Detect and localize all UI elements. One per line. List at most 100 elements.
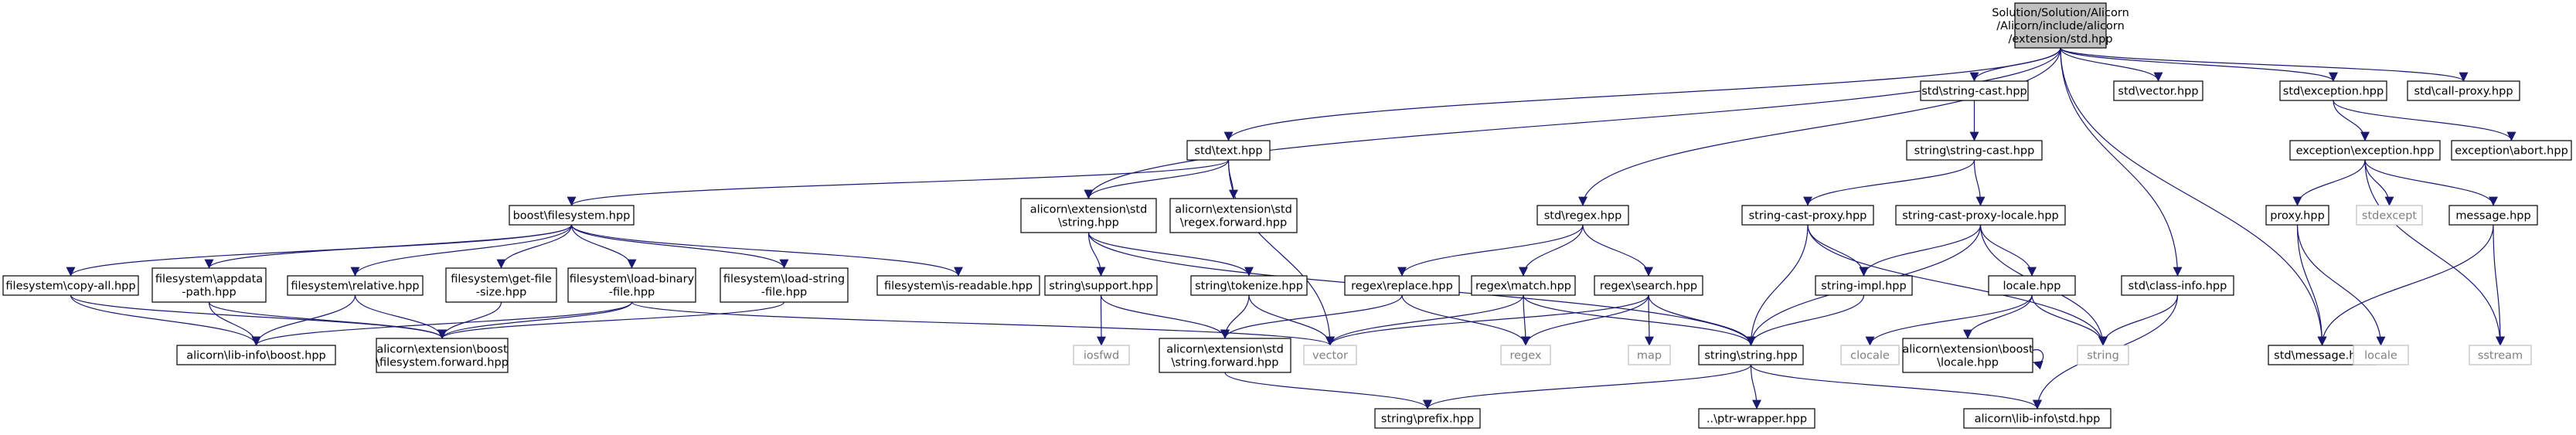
node-exception-exception[interactable]: exception\exception.hpp [2289,140,2441,161]
node-sstream[interactable]: sstream [2469,345,2532,365]
node-ptr-wrapper[interactable]: ..\ptr-wrapper.hpp [1698,408,1815,429]
node-map-sys[interactable]: map [1628,345,1671,365]
node-fs-relative[interactable]: filesystem\relative.hpp [287,275,424,296]
node-std-string-cast[interactable]: std\string-cast.hpp [1920,80,2029,101]
node-label: sstream [2478,350,2523,362]
edge-std-exception-to-exception-exception [2333,100,2370,141]
node-label: message.hpp [2455,210,2530,223]
node-std-exception[interactable]: std\exception.hpp [2279,80,2387,101]
node-locale-hpp[interactable]: locale.hpp [1988,275,2076,296]
node-label: \string.forward.hpp [1172,357,1279,369]
node-label: string-cast-proxy-locale.hpp [1902,210,2059,223]
node-label: std\call-proxy.hpp [2414,86,2513,98]
node-fs-load-string[interactable]: filesystem\load-string-file.hpp [720,267,849,303]
node-box [1902,338,2033,373]
edge-string-cast-proxy-to-string-string [1746,224,1809,346]
node-string-cast-proxy[interactable]: string-cast-proxy.hpp [1741,205,1874,226]
node-stdexcept[interactable]: stdexcept [2356,205,2423,226]
node-label: \string.hpp [1058,217,1119,229]
node-fs-copy-all[interactable]: filesystem\copy-all.hpp [2,275,139,296]
node-label: std\regex.hpp [1544,210,1622,223]
node-label: string-impl.hpp [1821,280,1906,293]
node-box [2451,140,2572,161]
node-regex-search[interactable]: regex\search.hpp [1594,275,1703,296]
node-label: -size.hpp [476,287,527,299]
node-clocale[interactable]: clocale [1840,345,1900,365]
node-label: Solution/Solution/Alicorn [1992,7,2129,19]
edge-boost-filesystem-to-fs-load-string [570,224,789,269]
node-box [151,267,267,303]
edge-locale-hpp-to-string-sys [2031,294,2108,346]
node-box [2121,275,2234,296]
node-regex-forward[interactable]: alicorn\extension\std\regex.forward.hpp [1169,198,1298,233]
node-string-impl[interactable]: string-impl.hpp [1815,275,1913,296]
node-fs-forward[interactable]: alicorn\extension\boost\filesystem.forwa… [376,338,509,373]
node-label: clocale [1850,350,1890,362]
node-proxy[interactable]: proxy.hpp [2265,205,2329,226]
node-string-support[interactable]: string\support.hpp [1044,275,1158,296]
node-lib-info-boost[interactable]: alicorn\lib-info\boost.hpp [176,345,336,365]
node-vector-sys[interactable]: vector [1303,345,1357,365]
node-label: filesystem\copy-all.hpp [5,280,135,293]
node-label: alicorn\extension\boost [1902,344,2033,356]
node-label: alicorn\extension\std [1030,204,1148,216]
node-label: alicorn\extension\boost [376,344,508,356]
node-string-prefix[interactable]: string\prefix.hpp [1374,408,1481,429]
node-std-class-info[interactable]: std\class-info.hpp [2121,275,2234,296]
node-box [1741,205,1874,226]
node-box [1044,275,1158,296]
edge-string-cast-proxy-to-string-impl [1807,224,1869,277]
node-exception-abort[interactable]: exception\abort.hpp [2451,140,2572,161]
edge-fs-copy-all-to-lib-info-boost [70,294,261,346]
node-fs-load-binary[interactable]: filesystem\load-binary-file.hpp [567,267,696,303]
node-std-call-proxy[interactable]: std\call-proxy.hpp [2407,80,2520,101]
node-box [1169,198,1298,233]
node-root[interactable]: Solution/Solution/Alicorn/Alicorn/includ… [1992,2,2129,49]
node-box [567,267,696,303]
node-label: string\tokenize.hpp [1195,280,1303,293]
node-iosfwd[interactable]: iosfwd [1073,345,1130,365]
node-ext-std-string[interactable]: alicorn\extension\std\string.hpp [1020,198,1157,233]
node-box [1594,275,1703,296]
node-std-text[interactable]: std\text.hpp [1186,140,1271,161]
edge-std-regex-to-regex-search [1582,224,1653,277]
edge-locale-hpp-to-ext-boost-locale [1963,294,2033,339]
node-string-tokenize[interactable]: string\tokenize.hpp [1190,275,1308,296]
node-box [2356,205,2423,226]
node-box [1471,275,1576,296]
node-message[interactable]: message.hpp [2448,205,2538,226]
edge-exception-exception-to-sstream [2364,159,2505,346]
node-string-string-cast[interactable]: string\string-cast.hpp [1906,140,2043,161]
node-boost-filesystem[interactable]: boost\filesystem.hpp [509,205,635,226]
edge-fs-load-binary-to-fs-forward [437,301,633,339]
node-regex-match[interactable]: regex\match.hpp [1471,275,1576,296]
node-label: std\vector.hpp [2118,86,2198,98]
node-string-forward[interactable]: alicorn\extension\std\string.forward.hpp [1159,338,1291,373]
node-label: alicorn\lib-info\boost.hpp [186,350,326,362]
node-string-string[interactable]: string\string.hpp [1698,345,1804,365]
node-label: std\text.hpp [1194,145,1262,158]
node-std-regex[interactable]: std\regex.hpp [1536,205,1629,226]
node-string-cast-proxy-locale[interactable]: string-cast-proxy-locale.hpp [1895,205,2066,226]
node-label: /Alicorn/include/alicorn [1996,20,2125,32]
edge-ext-std-string-to-string-tokenize [1087,232,1254,277]
node-regex-sys[interactable]: regex [1500,345,1551,365]
node-string-sys[interactable]: string [2077,345,2129,365]
node-box [1186,140,1271,161]
node-std-vector[interactable]: std\vector.hpp [2113,80,2203,101]
node-box [1190,275,1308,296]
node-locale-sys[interactable]: locale [2353,345,2409,365]
node-label: vector [1312,350,1348,362]
node-label: \locale.hpp [1937,357,1999,369]
node-ext-boost-locale[interactable]: alicorn\extension\boost\locale.hpp [1902,338,2033,373]
edge-regex-replace-to-string-forward [1220,294,1403,339]
node-lib-info-std[interactable]: alicorn\lib-info\std.hpp [1963,408,2112,429]
node-fs-get-file-size[interactable]: filesystem\get-file-size.hpp [445,267,557,303]
node-box [2469,345,2532,365]
node-label: -file.hpp [761,287,808,299]
edge-string-string-cast-to-string-cast-proxy [1803,159,1975,206]
node-regex-replace[interactable]: regex\replace.hpp [1344,275,1460,296]
node-fs-appdata-path[interactable]: filesystem\appdata-path.hpp [151,267,267,303]
node-fs-is-readable[interactable]: filesystem\is-readable.hpp [876,275,1040,296]
edge-string-tokenize-to-string-forward [1220,294,1250,339]
